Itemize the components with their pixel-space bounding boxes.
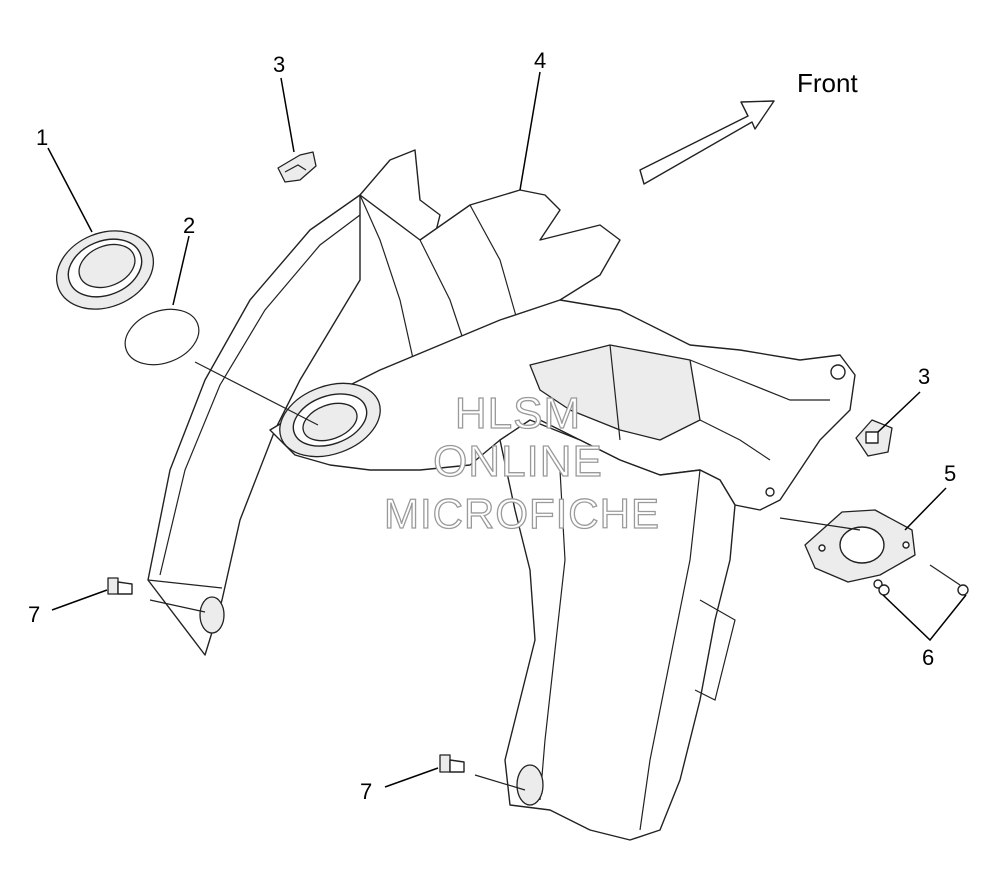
part-3-clip-right [855, 419, 893, 457]
callout-7-lower: 7 [360, 779, 372, 804]
callout-3-top: 3 [273, 52, 285, 77]
watermark-line-1: HLSM [455, 389, 581, 438]
leader-5 [904, 487, 947, 531]
leader-6 [882, 594, 967, 642]
part-5-plate [804, 509, 916, 583]
part-7-rivet-left [107, 577, 206, 613]
callout-4: 4 [534, 48, 546, 73]
callout-3-right: 3 [918, 364, 930, 389]
leader-3-right [877, 391, 921, 433]
part-3-clip-top [277, 151, 317, 183]
leader-2 [172, 235, 190, 306]
leader-3-top [280, 77, 295, 153]
front-direction-arrow [639, 100, 775, 185]
callout-1: 1 [36, 125, 48, 150]
leader-7-left [51, 589, 108, 611]
leader-1 [47, 147, 93, 233]
leader-7-lower [384, 767, 439, 788]
part-1-filler-ring [55, 230, 155, 310]
mount-boss-lower [516, 764, 544, 806]
leader-4 [519, 71, 541, 191]
mount-boss-left [199, 596, 225, 634]
part-7-rivet-lower [439, 754, 526, 791]
callout-6: 6 [922, 645, 934, 670]
callout-7-left: 7 [28, 602, 40, 627]
watermark-line-3: MICROFICHE [384, 490, 660, 537]
part-2-o-ring [124, 308, 200, 366]
fairing-body [147, 149, 856, 841]
callout-2: 2 [183, 213, 195, 238]
front-label: Front [797, 68, 858, 98]
part-6-screws [779, 517, 969, 596]
watermark-line-2: ONLINE [433, 437, 603, 486]
callout-5: 5 [944, 461, 956, 486]
